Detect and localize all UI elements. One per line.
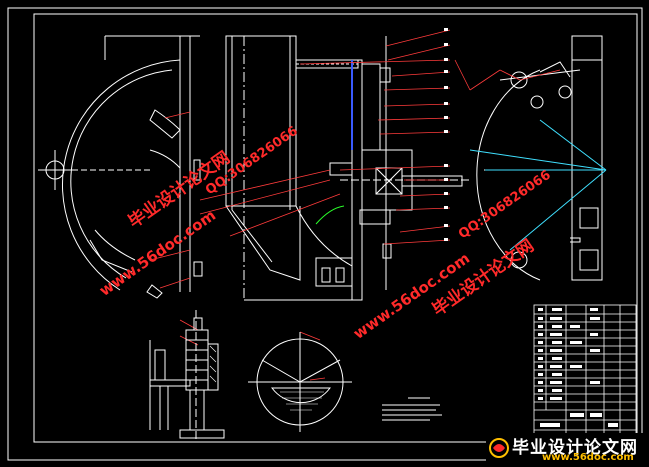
left-disc-view	[38, 35, 200, 299]
footer-site-name: 毕业设计论文网	[512, 438, 638, 458]
bottom-left-detail	[149, 310, 225, 440]
inner-border	[33, 13, 638, 443]
bottom-circle-hatch	[280, 391, 324, 411]
footer-site-url: www.56doc.com	[542, 452, 634, 463]
outer-border	[7, 7, 643, 461]
part-number-ticks	[444, 28, 448, 241]
center-green-curve	[315, 205, 345, 225]
logo-swirl-icon	[489, 438, 509, 458]
footer-logo: 毕业设计论文网 www.56doc.com	[486, 433, 646, 465]
right-side-view	[476, 35, 605, 281]
bottom-left-hatch	[209, 345, 217, 383]
technical-notes	[382, 397, 442, 421]
center-section-view	[193, 35, 470, 301]
leader-lines	[149, 29, 561, 381]
right-cyan-lines	[469, 119, 607, 251]
title-block	[533, 304, 637, 442]
title-block-text-marks	[538, 308, 618, 437]
bottom-circle-view	[248, 332, 352, 432]
